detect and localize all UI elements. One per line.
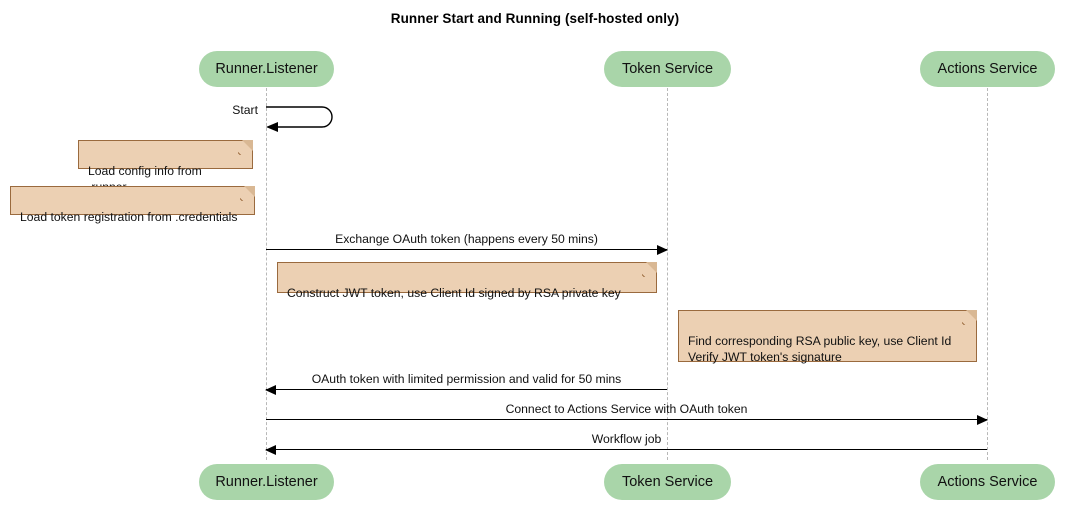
lifeline-actions-service [987, 88, 988, 460]
lifeline-token-service [667, 88, 668, 460]
note-construct-jwt-token: Construct JWT token, use Client Id signe… [277, 262, 657, 300]
note-text-load-token-registration: Load token registration from .credential… [20, 210, 238, 224]
lifeline-runner-listener [266, 88, 267, 460]
diagram-title: Runner Start and Running (self-hosted on… [390, 11, 680, 26]
arrowhead-left-icon [265, 445, 276, 455]
note-verify-jwt-signature: Find corresponding RSA public key, use C… [678, 310, 977, 364]
participant-runner-listener-bottom[interactable]: Runner.Listener [199, 464, 334, 500]
participant-runner-listener-top[interactable]: Runner.Listener [199, 51, 334, 87]
participant-token-service-top[interactable]: Token Service [604, 51, 731, 87]
arrowhead-right-icon [657, 245, 668, 255]
message-oauth-token-returned [265, 385, 667, 395]
message-label-oauth-token-returned: OAuth token with limited permission and … [311, 372, 622, 386]
note-text-construct-jwt-token: Construct JWT token, use Client Id signe… [287, 286, 621, 300]
arrowhead-left-icon [265, 385, 276, 395]
note-fold-edge-icon [642, 262, 657, 277]
message-connect-to-actions-service [266, 415, 988, 425]
participant-actions-service-top[interactable]: Actions Service [920, 51, 1055, 87]
message-label-connect-to-actions-service: Connect to Actions Service with OAuth to… [505, 402, 748, 416]
message-label-exchange-oauth-token: Exchange OAuth token (happens every 50 m… [335, 232, 598, 246]
message-exchange-oauth-token [266, 245, 668, 255]
note-load-token-registration: Load token registration from .credential… [10, 186, 255, 224]
note-load-config-info: Load config info from .runner [78, 140, 253, 194]
note-fold-edge-icon [962, 310, 977, 325]
message-label-workflow-job: Workflow job [591, 432, 662, 446]
arrowhead-right-icon [977, 415, 988, 425]
message-label-start: Start [232, 103, 258, 117]
note-fold-edge-icon [238, 140, 253, 155]
message-start-selfloop [266, 100, 346, 136]
participant-token-service-bottom[interactable]: Token Service [604, 464, 731, 500]
participant-actions-service-bottom[interactable]: Actions Service [920, 464, 1055, 500]
note-fold-edge-icon [240, 186, 255, 201]
note-text-verify-jwt-signature: Find corresponding RSA public key, use C… [688, 334, 952, 364]
message-workflow-job [265, 445, 987, 455]
